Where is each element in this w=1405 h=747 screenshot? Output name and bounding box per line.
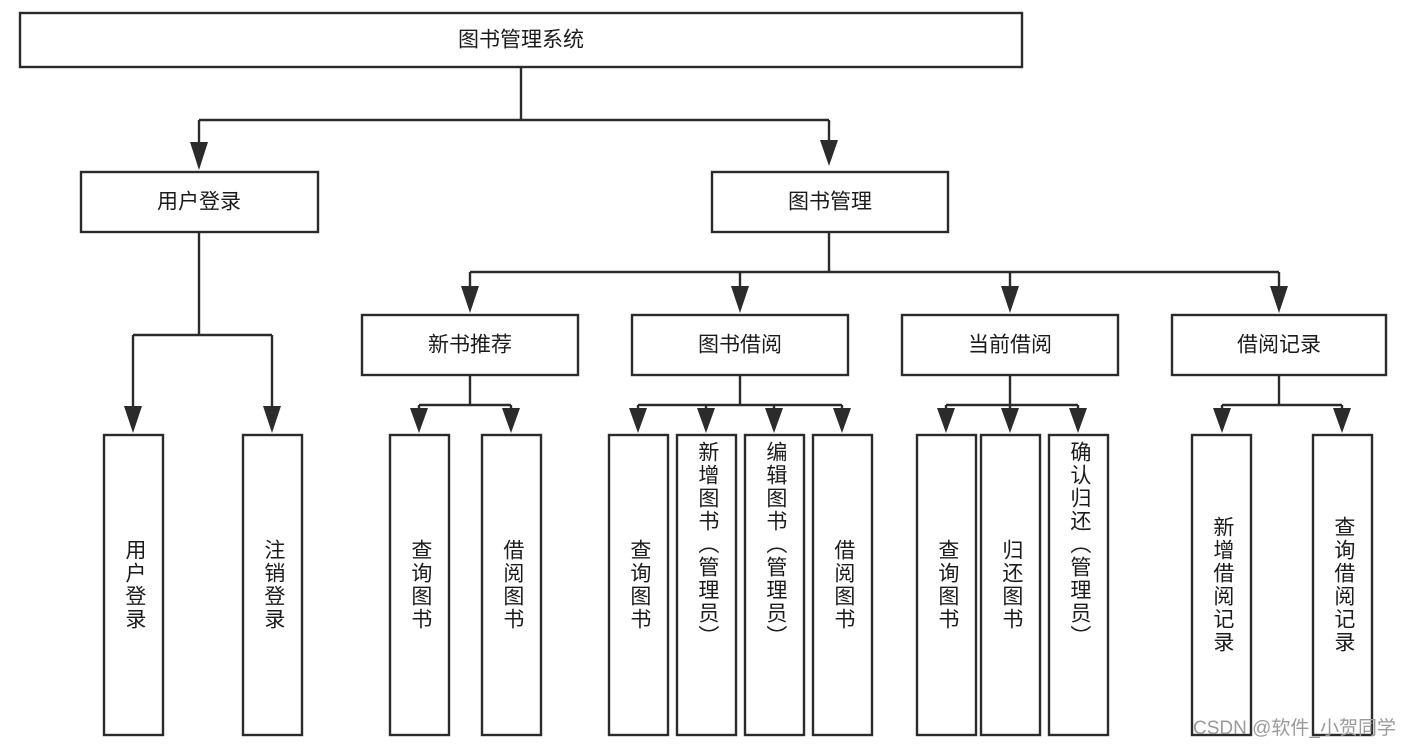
arrowhead-recommend-leaf-2	[502, 408, 520, 433]
arrowhead-current-leaf-3	[1069, 408, 1087, 433]
arrowhead-record-leaf-1	[1213, 408, 1231, 433]
node-leaf-add-borrow-record[interactable]	[1190, 433, 1253, 737]
arrowhead-borrow-record	[1270, 286, 1288, 313]
arrowhead-current-leaf-2	[1001, 408, 1019, 433]
arrowhead-recommend-leaf-1	[410, 408, 428, 433]
node-new-book-recommend[interactable]	[360, 313, 580, 377]
node-leaf-edit-book-admin[interactable]	[743, 433, 806, 737]
node-leaf-query-book-recommend[interactable]	[388, 433, 451, 737]
arrowhead-borrow-leaf-4	[833, 408, 851, 433]
arrowhead-current-leaf-1	[937, 408, 955, 433]
node-leaf-logout[interactable]	[241, 433, 304, 737]
arrowhead-borrow-leaf-2	[697, 408, 715, 433]
arrowhead-current-borrow	[1001, 286, 1019, 313]
nodes-layer: 图书管理系统 用户登录 图书管理 新书推荐 图书借阅 当前借阅 借阅记录	[18, 11, 1388, 737]
arrowhead-book-borrow	[731, 286, 749, 313]
node-leaf-query-borrow-record[interactable]	[1311, 433, 1374, 737]
arrowhead-leaf-user-login	[124, 406, 142, 433]
node-borrow-record-label: 借阅记录	[1237, 334, 1321, 357]
node-leaf-return-book[interactable]	[979, 433, 1042, 737]
node-leaf-query-book-borrow[interactable]	[607, 433, 670, 737]
node-root-label: 图书管理系统	[458, 29, 584, 52]
arrowhead-record-leaf-2	[1333, 408, 1351, 433]
node-book-management-label: 图书管理	[788, 191, 872, 214]
node-root-book-management-system[interactable]	[18, 11, 1024, 69]
arrowhead-leaf-logout	[263, 406, 281, 433]
node-book-management[interactable]	[710, 170, 950, 234]
node-leaf-borrow-book-recommend[interactable]	[480, 433, 543, 737]
node-leaf-user-login[interactable]	[102, 433, 165, 737]
node-current-borrow-label: 当前借阅	[968, 334, 1052, 357]
node-leaf-add-book-admin[interactable]	[675, 433, 738, 737]
arrowhead-new-book-recommend	[461, 286, 479, 313]
node-current-borrow[interactable]	[900, 313, 1120, 377]
node-new-book-recommend-label: 新书推荐	[428, 334, 512, 357]
arrowhead-book-manage	[820, 140, 838, 166]
node-leaf-borrow-book[interactable]	[811, 433, 874, 737]
node-leaf-query-book-current[interactable]	[915, 433, 978, 737]
edges-layer	[124, 67, 1351, 433]
node-book-borrow[interactable]	[630, 313, 850, 377]
arrowhead-user-login	[190, 142, 208, 170]
arrowhead-borrow-leaf-1	[629, 408, 647, 433]
node-user-login[interactable]	[79, 170, 320, 234]
node-book-borrow-label: 图书借阅	[698, 334, 782, 357]
node-user-login-label: 用户登录	[157, 191, 241, 214]
arrowhead-borrow-leaf-3	[765, 408, 783, 433]
node-borrow-record[interactable]	[1170, 313, 1388, 377]
node-leaf-confirm-return-admin[interactable]	[1047, 433, 1110, 737]
